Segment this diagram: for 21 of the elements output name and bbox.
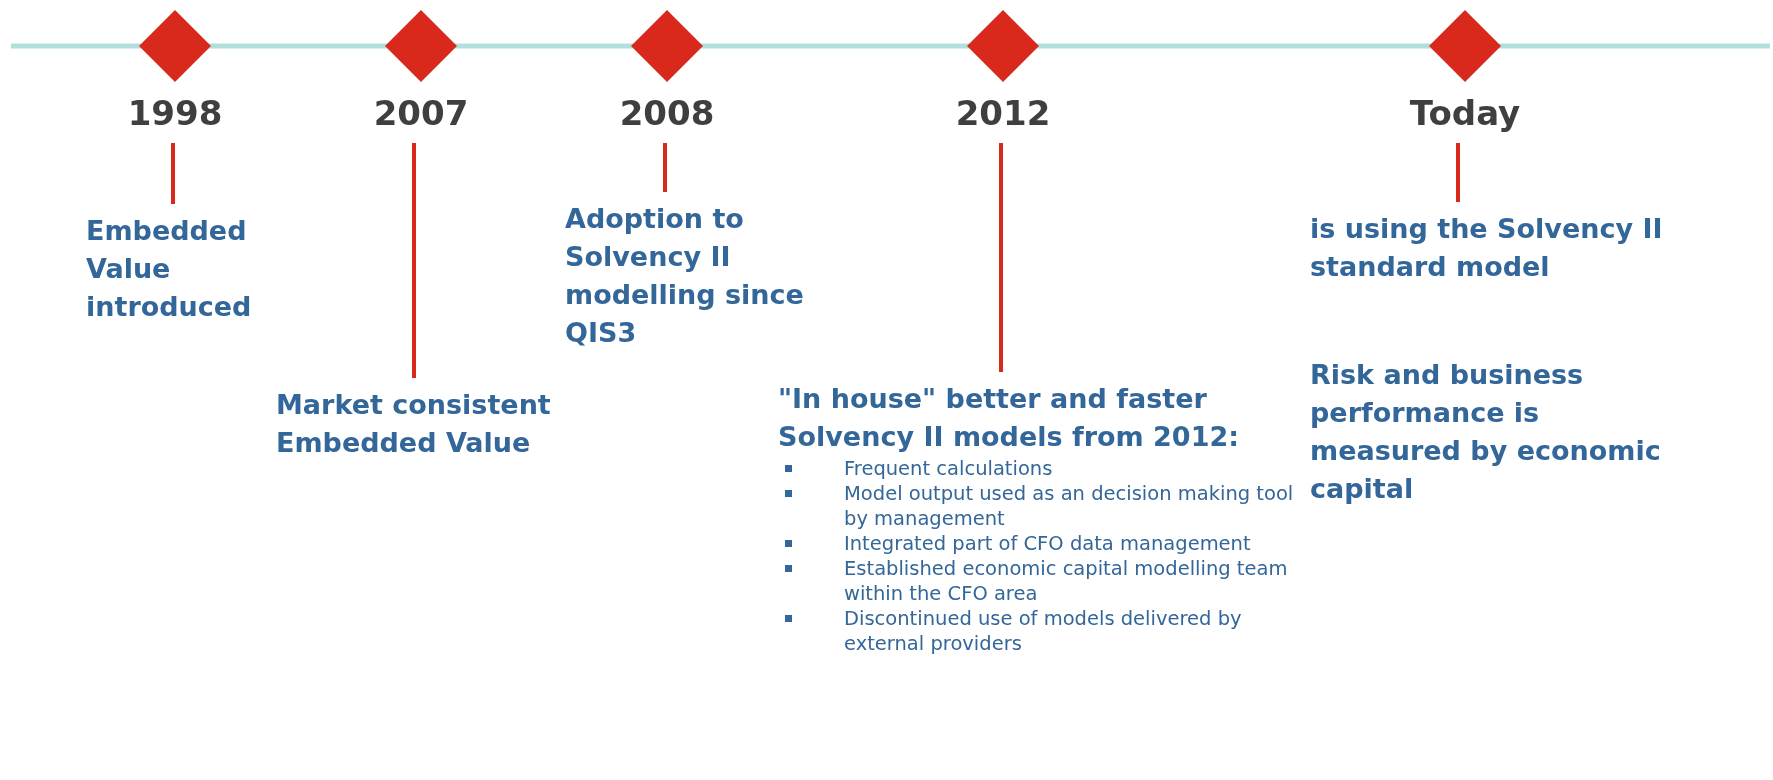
connector-line: [663, 143, 667, 192]
year-label: 2007: [321, 93, 521, 133]
bullet-text: Discontinued use of models delivered by external providers: [844, 606, 1243, 656]
connector-line: [999, 143, 1003, 372]
milestone-text: Market consistent Embedded Value: [276, 388, 552, 460]
connector-line: [171, 143, 175, 204]
connector-line: [1456, 143, 1460, 202]
milestone-text: Embedded Value introduced: [86, 214, 253, 324]
bullet-text: Frequent calculations: [844, 456, 1053, 481]
milestone-text: Risk and business performance is measured by economic capital: [1310, 358, 1662, 506]
bullet-text: Established economic capital modelling team within the CFO area: [844, 556, 1289, 606]
bullet-text: Integrated part of CFO data management: [844, 531, 1251, 556]
connector-line: [412, 143, 416, 378]
year-label: 1998: [75, 93, 275, 133]
year-label: Today: [1365, 93, 1565, 133]
bullet-text: Model output used as an decision making tool by management: [844, 481, 1295, 531]
milestone-text: Adoption to Solvency II modelling since QIS3: [565, 202, 805, 350]
year-label: 2008: [567, 93, 767, 133]
milestone-text: "In house" better and faster Solvency II models from 2012:: [778, 382, 1241, 454]
milestone-text: is using the Solvency II standard model: [1310, 212, 1664, 284]
year-label: 2012: [903, 93, 1103, 133]
